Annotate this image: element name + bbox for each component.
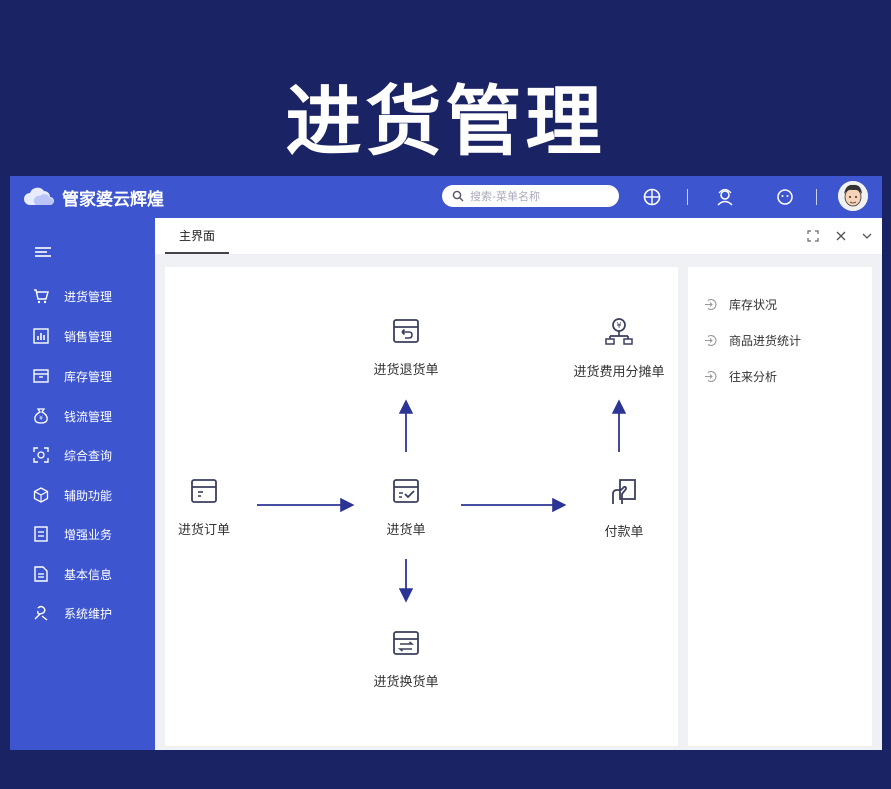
flow-purchase-exchange[interactable]: 进货换货单	[356, 629, 456, 690]
flow-label: 付款单	[604, 525, 644, 540]
sidebar-item-label: 增强业务	[64, 527, 113, 542]
fullscreen-icon[interactable]	[806, 229, 820, 243]
flow-purchase-receipt[interactable]: 进货单	[376, 477, 436, 538]
user-service-icon[interactable]	[715, 187, 735, 207]
flow-purchase-order[interactable]: 进货订单	[169, 477, 239, 538]
sidebar-item-label: 综合查询	[64, 448, 113, 463]
sidebar: 进货管理 销售管理 库存管理 ¥ 钱流管理	[10, 218, 155, 750]
top-bar: 管家婆云辉煌 搜索-菜单名称	[10, 176, 882, 218]
flow-label: 进货费用分摊单	[573, 365, 665, 380]
app-logo[interactable]: 管家婆云辉煌	[22, 184, 164, 210]
allocation-tree-icon: ¥	[605, 318, 633, 345]
cube-icon	[33, 487, 49, 503]
sales-chart-icon	[33, 328, 49, 344]
inventory-box-icon	[33, 369, 49, 383]
chevron-down-icon[interactable]	[860, 229, 874, 243]
sidebar-item-inventory[interactable]: 库存管理	[32, 365, 112, 387]
flow-label: 进货单	[386, 523, 426, 538]
flow-label: 进货退货单	[373, 363, 439, 378]
money-bag-icon: ¥	[34, 408, 48, 424]
menu-toggle-icon[interactable]	[35, 246, 51, 258]
app-window: 管家婆云辉煌 搜索-菜单名称	[10, 176, 882, 750]
sidebar-item-enhanced[interactable]: 增强业务	[32, 523, 112, 545]
sidebar-item-query[interactable]: 综合查询	[32, 444, 112, 466]
sidebar-item-label: 基本信息	[64, 567, 113, 582]
sidebar-item-label: 库存管理	[64, 369, 113, 384]
search-box[interactable]: 搜索-菜单名称	[442, 185, 619, 207]
link-inventory-status[interactable]: 库存状况	[704, 296, 777, 313]
banner-title: 进货管理	[285, 77, 606, 166]
tab-bar: 主界面	[155, 218, 882, 254]
flow-label: 进货换货单	[373, 675, 439, 690]
sidebar-item-label: 销售管理	[64, 329, 113, 344]
login-arrow-icon	[705, 370, 717, 383]
logo-text: 管家婆云辉煌	[62, 189, 164, 210]
info-doc-icon	[34, 566, 48, 582]
purchase-flow-panel: 进货退货单 ¥ 进货费用分摊单 进货订单	[165, 267, 678, 746]
flow-purchase-return[interactable]: 进货退货单	[356, 317, 456, 378]
login-arrow-icon	[705, 298, 717, 311]
tab-main[interactable]: 主界面	[165, 218, 229, 254]
sidebar-item-maintenance[interactable]: 系统维护	[32, 602, 112, 624]
divider	[687, 189, 688, 205]
query-scan-icon	[33, 447, 49, 463]
sidebar-item-label: 进货管理	[64, 289, 113, 304]
avatar-face-icon	[838, 181, 868, 211]
svg-text:¥: ¥	[39, 415, 43, 422]
flow-label: 进货订单	[177, 523, 230, 538]
link-label: 库存状况	[729, 298, 778, 312]
divider	[816, 189, 817, 205]
flow-arrows	[257, 399, 627, 603]
user-avatar[interactable]	[838, 181, 868, 211]
link-account-analysis[interactable]: 往来分析	[704, 368, 777, 385]
flow-payment[interactable]: 付款单	[594, 477, 654, 540]
link-label: 往来分析	[729, 370, 778, 384]
login-arrow-icon	[705, 334, 717, 347]
sidebar-item-label: 系统维护	[64, 606, 113, 621]
sidebar-item-sales[interactable]: 销售管理	[32, 325, 112, 347]
cart-icon	[34, 289, 49, 304]
exchange-box-icon	[393, 631, 419, 655]
grid-apps-icon[interactable]	[642, 187, 662, 207]
search-input[interactable]: 搜索-菜单名称	[470, 190, 540, 203]
cloud-logo-icon	[24, 187, 54, 205]
svg-text:¥: ¥	[616, 321, 621, 330]
link-label: 商品进货统计	[729, 334, 802, 348]
search-icon	[452, 190, 464, 202]
sidebar-item-label: 辅助功能	[64, 488, 113, 503]
sidebar-item-label: 钱流管理	[64, 409, 113, 424]
maintenance-icon	[34, 605, 48, 621]
payment-hand-icon	[612, 479, 636, 504]
chat-help-icon[interactable]	[775, 187, 795, 207]
order-box-icon	[191, 479, 217, 503]
quick-links-panel: 库存状况 商品进货统计 往来分析	[688, 267, 872, 746]
sidebar-item-auxiliary[interactable]: 辅助功能	[32, 484, 112, 506]
receipt-check-icon	[393, 479, 419, 503]
document-icon	[34, 526, 48, 542]
return-box-icon	[393, 319, 419, 343]
link-purchase-statistics[interactable]: 商品进货统计	[704, 332, 801, 349]
sidebar-item-purchase[interactable]: 进货管理	[32, 285, 112, 307]
sidebar-item-basic-info[interactable]: 基本信息	[32, 563, 112, 585]
flow-expense-allocation[interactable]: ¥ 进货费用分摊单	[559, 317, 679, 380]
close-icon[interactable]	[834, 229, 848, 243]
sidebar-item-cashflow[interactable]: ¥ 钱流管理	[32, 405, 112, 427]
